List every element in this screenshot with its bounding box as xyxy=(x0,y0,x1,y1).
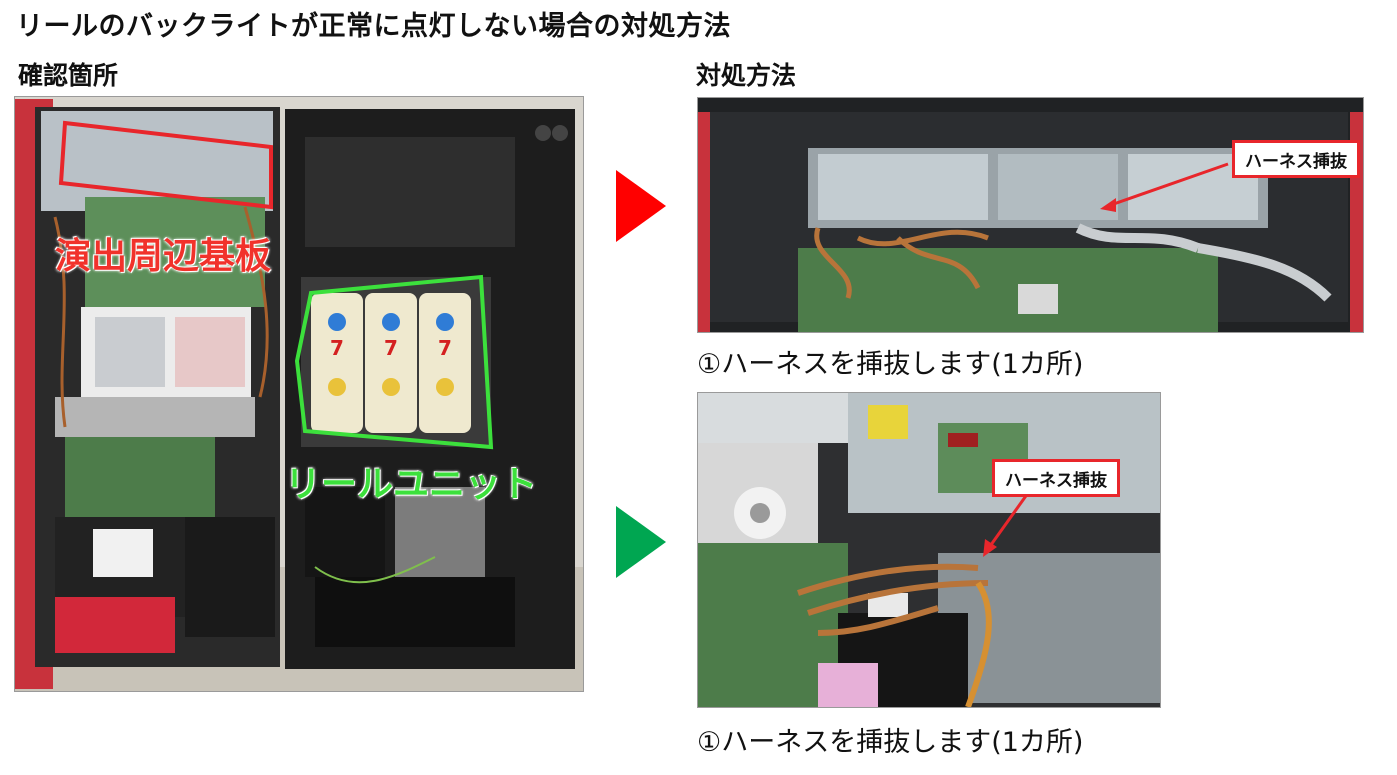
step2-callout: ハーネス挿抜 xyxy=(992,459,1120,497)
step1-callout: ハーネス挿抜 xyxy=(1232,140,1360,178)
svg-text:7: 7 xyxy=(438,336,452,360)
board-label: 演出周辺基板 xyxy=(55,236,272,277)
step1-caption: ①ハーネスを挿抜します(1カ所) xyxy=(697,349,1084,380)
green-arrow-icon xyxy=(616,506,666,578)
reel-unit-label: リールユニット xyxy=(285,464,538,505)
step1-illustration xyxy=(698,98,1363,332)
page-title: リールのバックライトが正常に点灯しない場合の対処方法 xyxy=(16,11,731,42)
step2-photo: ハーネス挿抜 xyxy=(697,392,1161,708)
machine-overview-illustration: 7 7 7 xyxy=(15,97,583,691)
svg-text:7: 7 xyxy=(384,336,398,360)
step1-photo: ハーネス挿抜 xyxy=(697,97,1364,333)
countermeasure-label: 対処方法 xyxy=(696,61,797,90)
machine-overview-photo: 7 7 7 演出周辺基板 リールユニット xyxy=(14,96,584,692)
step2-caption: ①ハーネスを挿抜します(1カ所) xyxy=(697,727,1084,758)
step2-illustration xyxy=(698,393,1160,707)
red-arrow-icon xyxy=(616,170,666,242)
svg-text:7: 7 xyxy=(330,336,344,360)
check-location-label: 確認箇所 xyxy=(18,61,119,90)
